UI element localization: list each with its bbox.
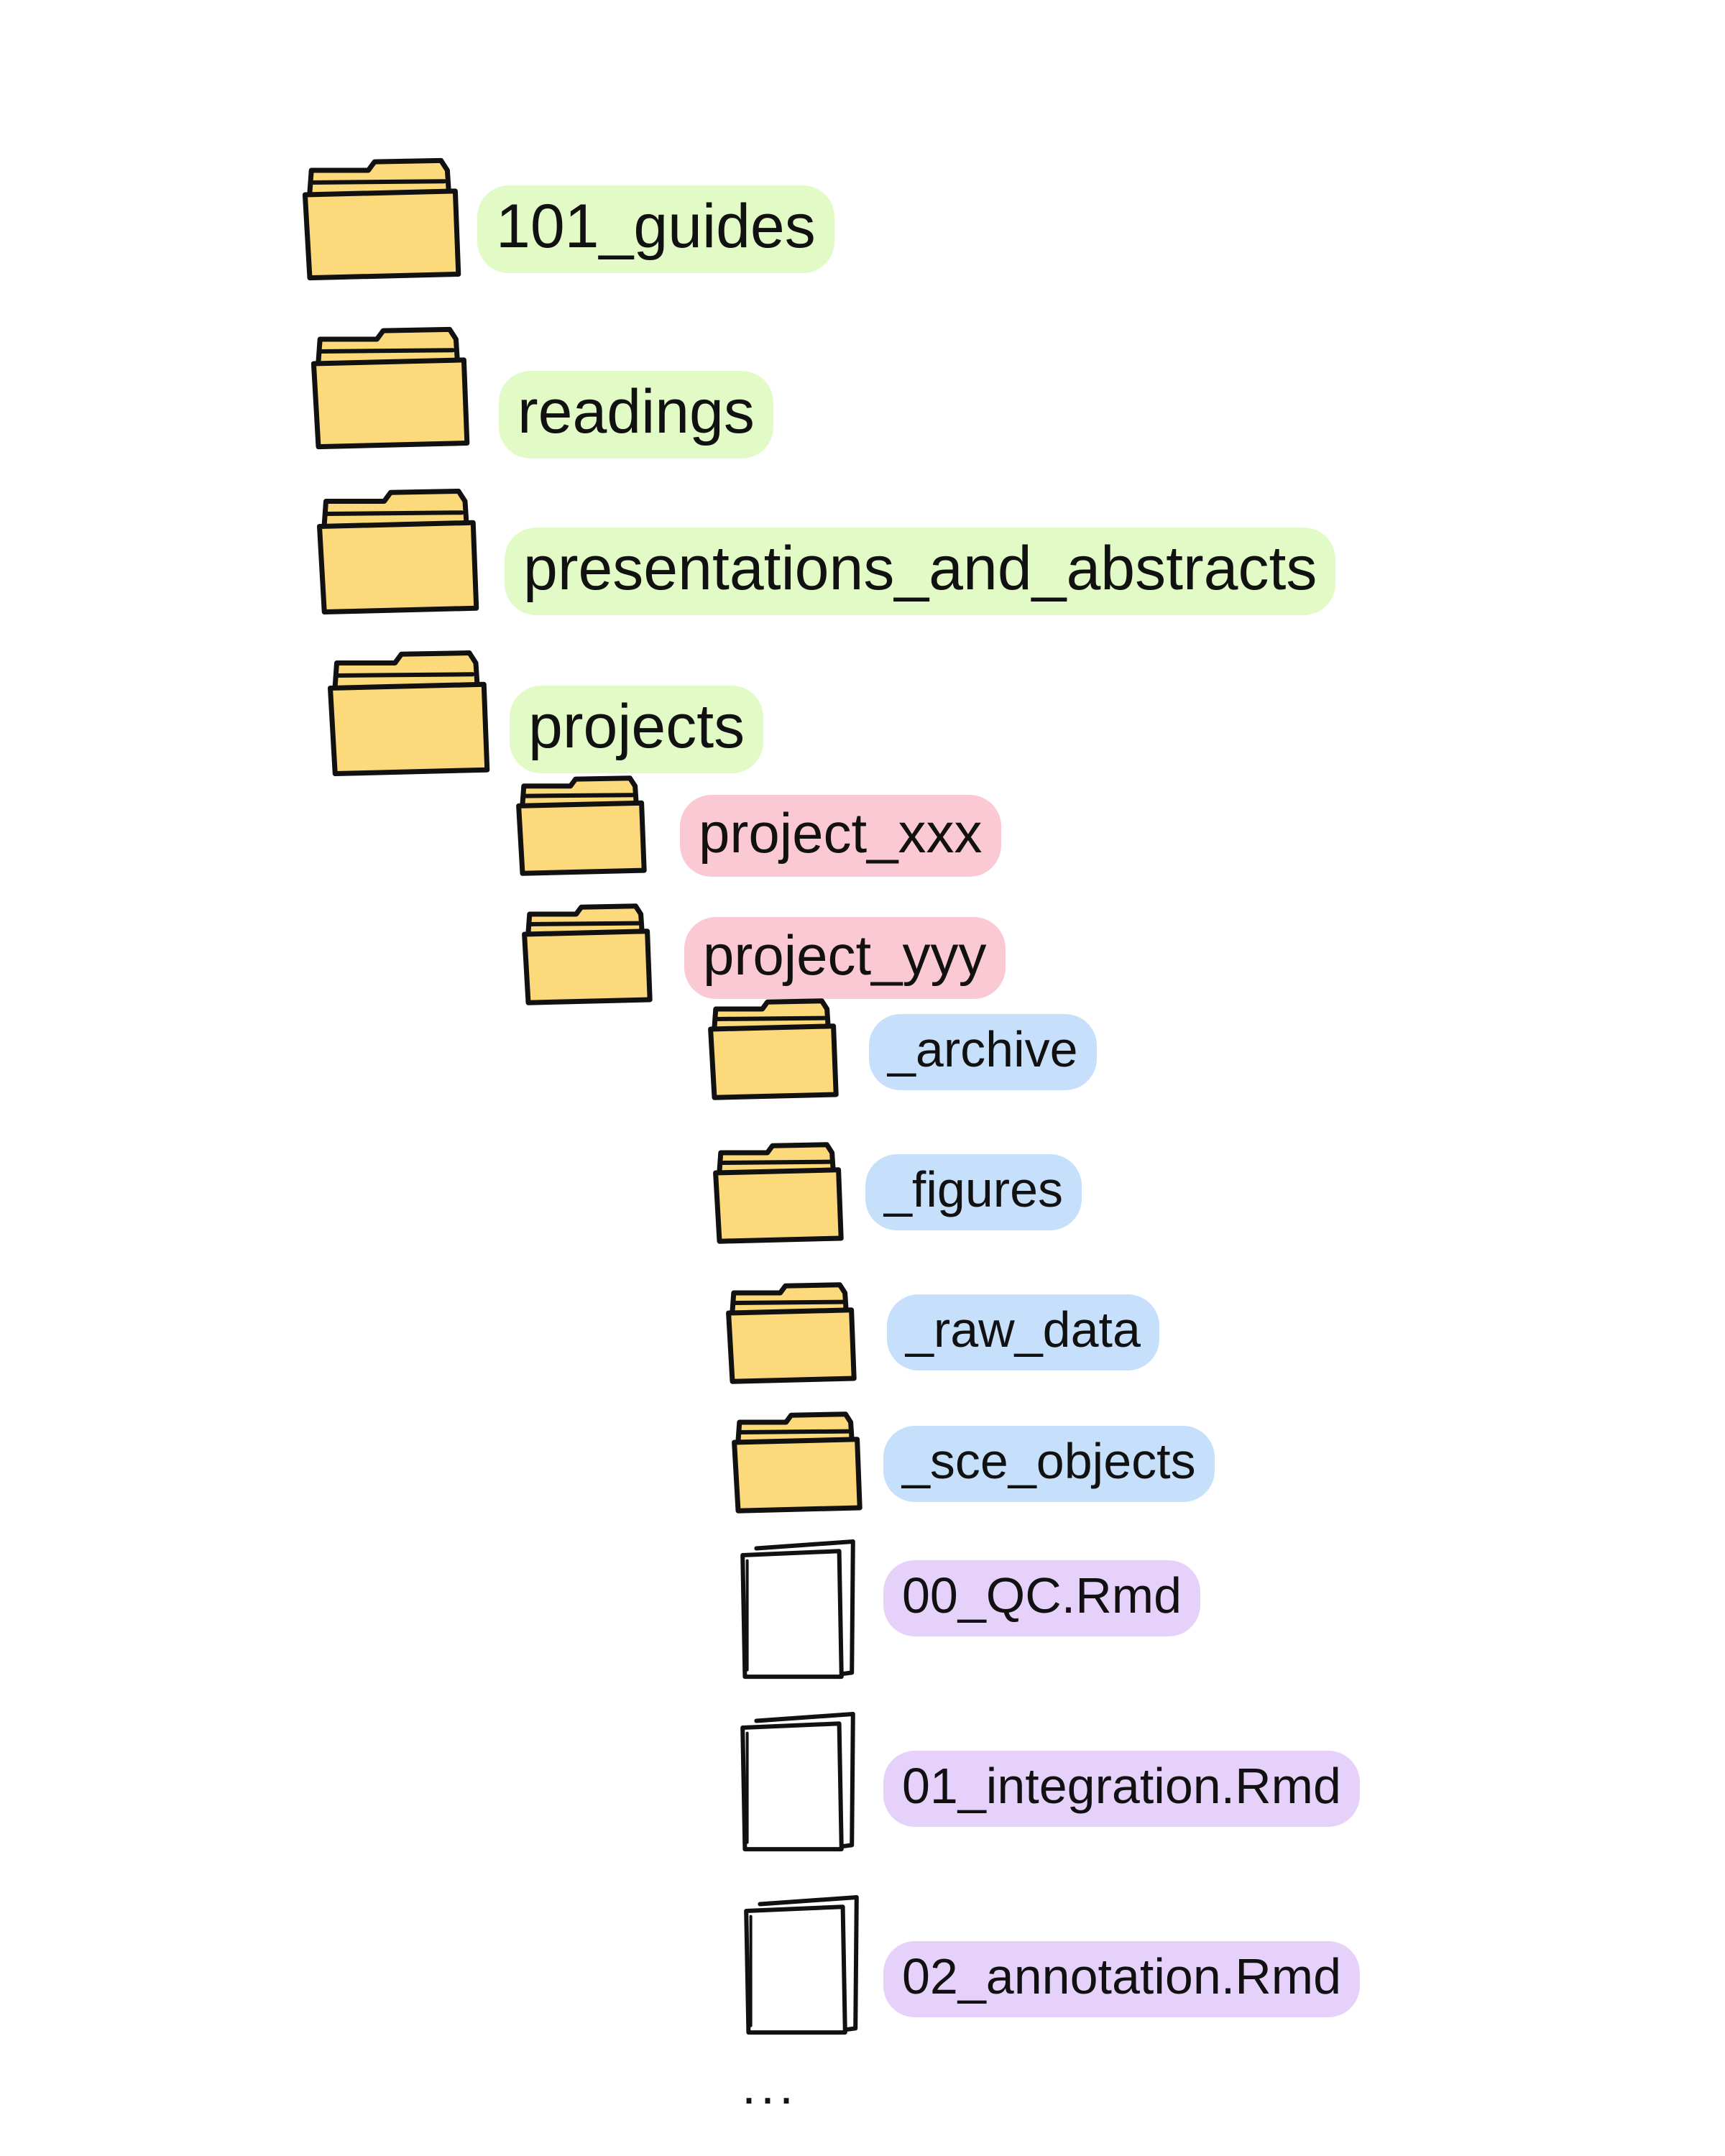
label-highlight [865, 1154, 1082, 1230]
folder-label: readings [499, 371, 773, 459]
document-icon [744, 1895, 859, 2035]
folder-icon [316, 489, 479, 614]
label-text: _sce_objects [902, 1433, 1196, 1489]
folder-label: 101_guides [477, 185, 834, 273]
label-text: presentations_and_abstracts [523, 534, 1317, 603]
folder-label: _archive [869, 1014, 1097, 1090]
folder-icon [726, 1282, 857, 1384]
file-label: 01_integration.Rmd [883, 1751, 1360, 1827]
label-highlight [887, 1294, 1159, 1370]
folder-label: project_yyy [684, 917, 1006, 999]
more-items-ellipsis: ... [742, 2058, 799, 2115]
folder-label: project_xxx [680, 795, 1001, 877]
file-label: 00_QC.Rmd [883, 1560, 1201, 1636]
folder-label: _raw_data [887, 1294, 1159, 1370]
label-text: projects [528, 692, 745, 761]
label-text: 02_annotation.Rmd [902, 1948, 1341, 2004]
label-highlight [869, 1014, 1097, 1090]
label-text: _archive [888, 1021, 1078, 1077]
label-highlight [477, 185, 834, 273]
folder-label: _figures [865, 1154, 1082, 1230]
folder-icon [522, 903, 653, 1005]
label-highlight [684, 917, 1006, 999]
label-text: project_xxx [699, 801, 983, 865]
document-icon [740, 1712, 855, 1852]
folder-icon [732, 1411, 862, 1514]
folder-icon [302, 157, 461, 281]
label-text: project_yyy [703, 923, 987, 987]
label-highlight [505, 528, 1336, 615]
folder-icon [708, 998, 839, 1100]
folder-icon [310, 326, 470, 450]
label-highlight [883, 1560, 1201, 1636]
label-text: 00_QC.Rmd [902, 1567, 1182, 1623]
folder-label: presentations_and_abstracts [505, 528, 1336, 615]
folder-icon [516, 775, 647, 876]
label-text: readings [518, 377, 755, 446]
folder-icon [327, 650, 490, 776]
file-label: 02_annotation.Rmd [883, 1941, 1360, 2017]
label-highlight [510, 686, 764, 773]
label-text: 01_integration.Rmd [902, 1758, 1341, 1814]
label-text: _figures [884, 1161, 1064, 1217]
label-text: 101_guides [496, 192, 816, 261]
label-text: _raw_data [906, 1302, 1141, 1358]
label-highlight [499, 371, 773, 459]
folder-icon [713, 1142, 844, 1244]
folder-label: projects [510, 686, 764, 773]
label-highlight [883, 1751, 1360, 1827]
label-highlight [680, 795, 1001, 877]
folder-label: _sce_objects [883, 1426, 1215, 1502]
label-highlight [883, 1941, 1360, 2017]
document-icon [740, 1539, 855, 1680]
label-highlight [883, 1426, 1215, 1502]
